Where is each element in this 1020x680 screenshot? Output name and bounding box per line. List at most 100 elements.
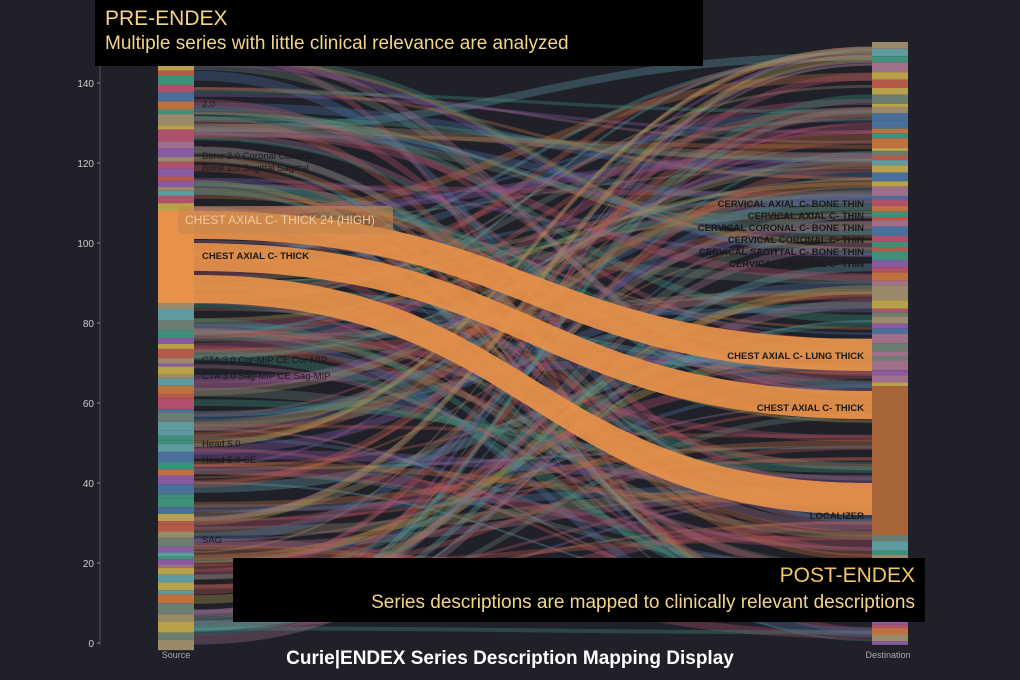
flow [194,94,872,633]
flow [194,51,872,301]
flow [194,457,872,522]
flow [194,49,872,437]
pre-endex-subtitle: Multiple series with little clinical rel… [105,33,569,54]
source-node [158,125,194,130]
destination-node [872,120,908,129]
source-node [158,374,194,379]
flow [194,162,872,595]
source-node [158,76,194,85]
destination-node [872,541,908,551]
destination-axis-label: Destination [865,650,910,660]
destination-node [872,181,908,187]
source-node [158,564,194,568]
y-tick-label: 100 [77,239,94,250]
source-node [158,484,194,495]
source-node [158,552,194,557]
flow [194,116,872,236]
pre-endex-title: PRE-ENDEX [105,7,228,30]
source-node [158,330,194,339]
source-node [158,559,194,565]
flow [194,195,872,330]
flow [194,427,872,607]
source-node [158,309,194,321]
flow [194,399,872,473]
flow [194,167,872,223]
flow [194,464,872,549]
flow [194,86,872,144]
flow [194,129,872,416]
destination-node [872,251,908,261]
flow [194,235,872,479]
flow [194,84,872,304]
destination-node [872,226,908,236]
destination-node [872,48,908,57]
destination-node [872,107,908,114]
flow [194,481,872,602]
source-label: CTA 3.0 Sag-MIP CE Sag-MIP [202,371,330,382]
source-node [158,348,194,359]
flow [194,300,872,597]
flow [194,121,872,572]
source-node [158,394,194,399]
destination-node [872,199,908,206]
flow [194,193,872,281]
flow [194,220,872,642]
source-node [158,462,194,470]
y-tick-label: 0 [88,639,94,650]
destination-node [872,155,908,161]
flow [194,48,872,397]
source-label: Bone 2.0 Sagittal Sagittal [202,163,309,174]
flow [194,280,872,431]
flow [194,184,872,197]
source-label: Bone 2.0 Coronal Coronal [202,151,312,162]
flow [194,46,872,447]
flow [194,153,872,391]
post-endex-banner: POST-ENDEX Series descriptions are mappe… [233,558,925,622]
source-label: Head 5.0 [202,439,241,450]
source-node [158,475,194,480]
y-tick-label: 40 [83,479,95,490]
flow [194,469,872,569]
source-node [158,498,194,508]
flow [194,493,872,590]
source-node [158,190,194,196]
source-node [158,62,194,71]
destination-node [872,172,908,182]
source-node [158,409,194,413]
flow [194,72,872,220]
source-node [158,129,194,142]
destination-node [872,165,908,173]
flow [194,285,872,604]
source-node [158,594,194,604]
destination-node [872,211,908,218]
flow [194,196,872,421]
destination-node [872,535,908,542]
destination-node [872,94,908,104]
source-node [158,187,194,191]
flow [194,90,872,114]
y-tick-label: 60 [83,399,95,410]
source-node [158,531,194,538]
source-node [158,521,194,525]
flow [194,439,872,508]
flow [194,102,872,180]
destination-label: CERVICAL AXIAL C- BONE THIN [718,199,865,210]
source-node [158,114,194,126]
flow [194,51,872,256]
source-node [158,203,194,212]
flow [194,319,872,631]
flow [194,412,872,627]
flow [194,152,872,216]
source-node [158,556,194,560]
flow [194,118,872,223]
destination-node [872,220,908,227]
source-node [158,157,194,162]
flow [194,299,872,645]
destination-label: LOCALIZER [810,511,864,522]
flow [194,62,872,389]
source-node [158,109,194,115]
destination-node [872,634,908,642]
destination-node [872,160,908,166]
destination-node [872,316,908,324]
source-node [158,430,194,436]
